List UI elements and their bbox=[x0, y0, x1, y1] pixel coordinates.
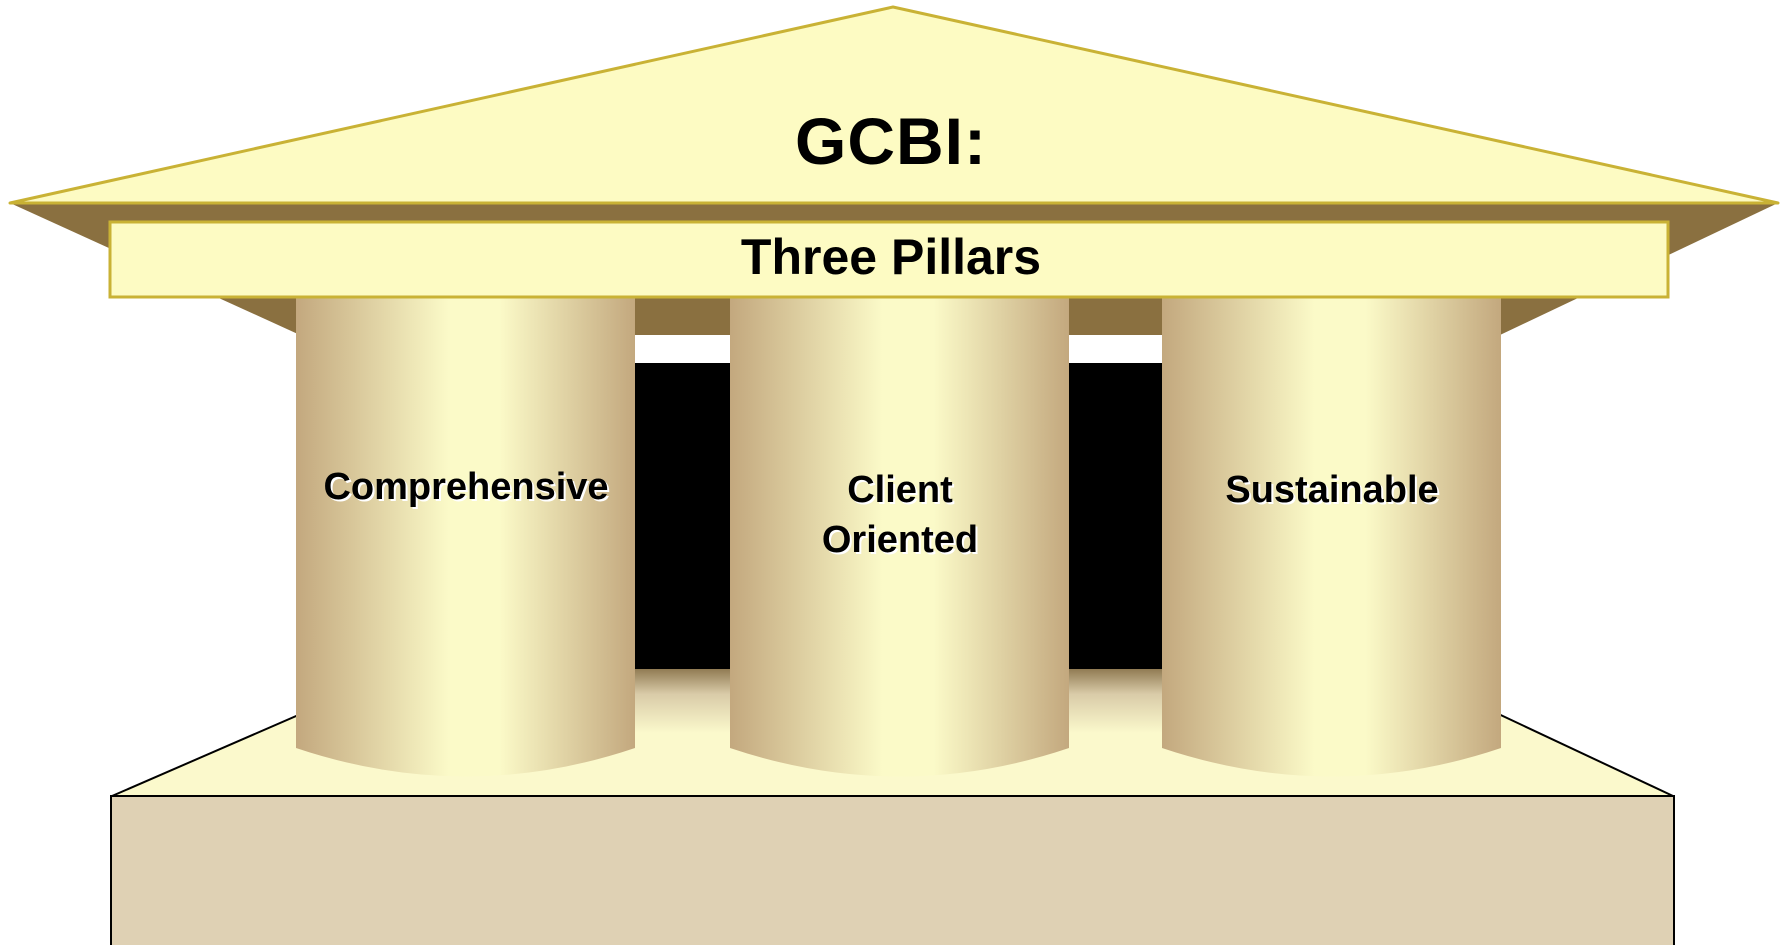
pillar-label-comprehensive: Comprehensive bbox=[296, 462, 636, 512]
pillar-3 bbox=[1162, 296, 1501, 777]
roof-pediment bbox=[8, 5, 1780, 205]
banner-label: Three Pillars bbox=[740, 229, 1042, 285]
base-front bbox=[110, 795, 1675, 945]
pillar-2 bbox=[730, 296, 1069, 777]
pillar-label-line: Comprehensive bbox=[323, 466, 609, 508]
pillar-1 bbox=[296, 296, 635, 777]
pillar-label-line: Client bbox=[847, 469, 953, 511]
page-title: GCBI: bbox=[795, 104, 987, 178]
pillar-label-sustainable: Sustainable bbox=[1162, 465, 1502, 515]
banner-box bbox=[108, 220, 1670, 299]
pillar-label-client-oriented: Client Oriented bbox=[730, 465, 1070, 565]
pillar-label-line: Sustainable bbox=[1225, 469, 1439, 511]
pillar-label-line: Oriented bbox=[821, 519, 979, 561]
